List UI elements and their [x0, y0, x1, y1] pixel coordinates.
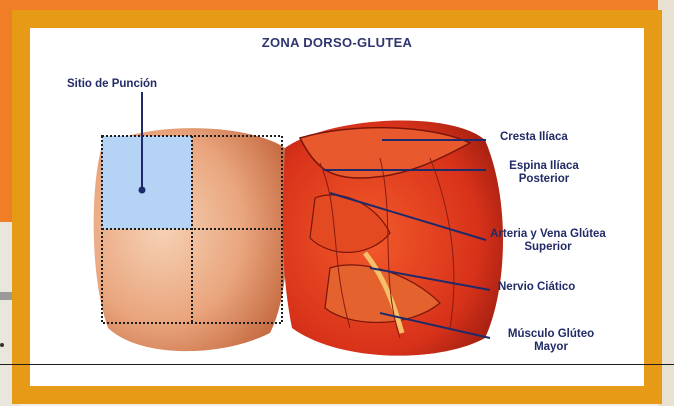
- puncture-point: [139, 187, 146, 194]
- diagram-title: ZONA DORSO-GLUTEA: [30, 35, 644, 50]
- label-puncture-site: Sitio de Punción: [67, 78, 157, 91]
- figure-frame: ZONA DORSO-GLUTEA Sitio de Punción Crest…: [12, 10, 662, 404]
- label-artery-vein: Arteria y Vena Glútea Superior: [484, 228, 612, 254]
- label-posterior-iliac-spine: Espina Ilíaca Posterior: [494, 160, 594, 186]
- label-sciatic-nerve: Nervio Ciático: [498, 281, 575, 294]
- puncture-quadrant: [102, 136, 192, 229]
- diagram-panel: ZONA DORSO-GLUTEA Sitio de Punción Crest…: [30, 28, 644, 386]
- label-gluteus-maximus: Músculo Glúteo Mayor: [492, 328, 610, 354]
- slide-bullet-dot: [0, 343, 4, 347]
- slide-divider-line: [0, 364, 674, 365]
- label-iliac-crest: Cresta Ilíaca: [500, 131, 568, 144]
